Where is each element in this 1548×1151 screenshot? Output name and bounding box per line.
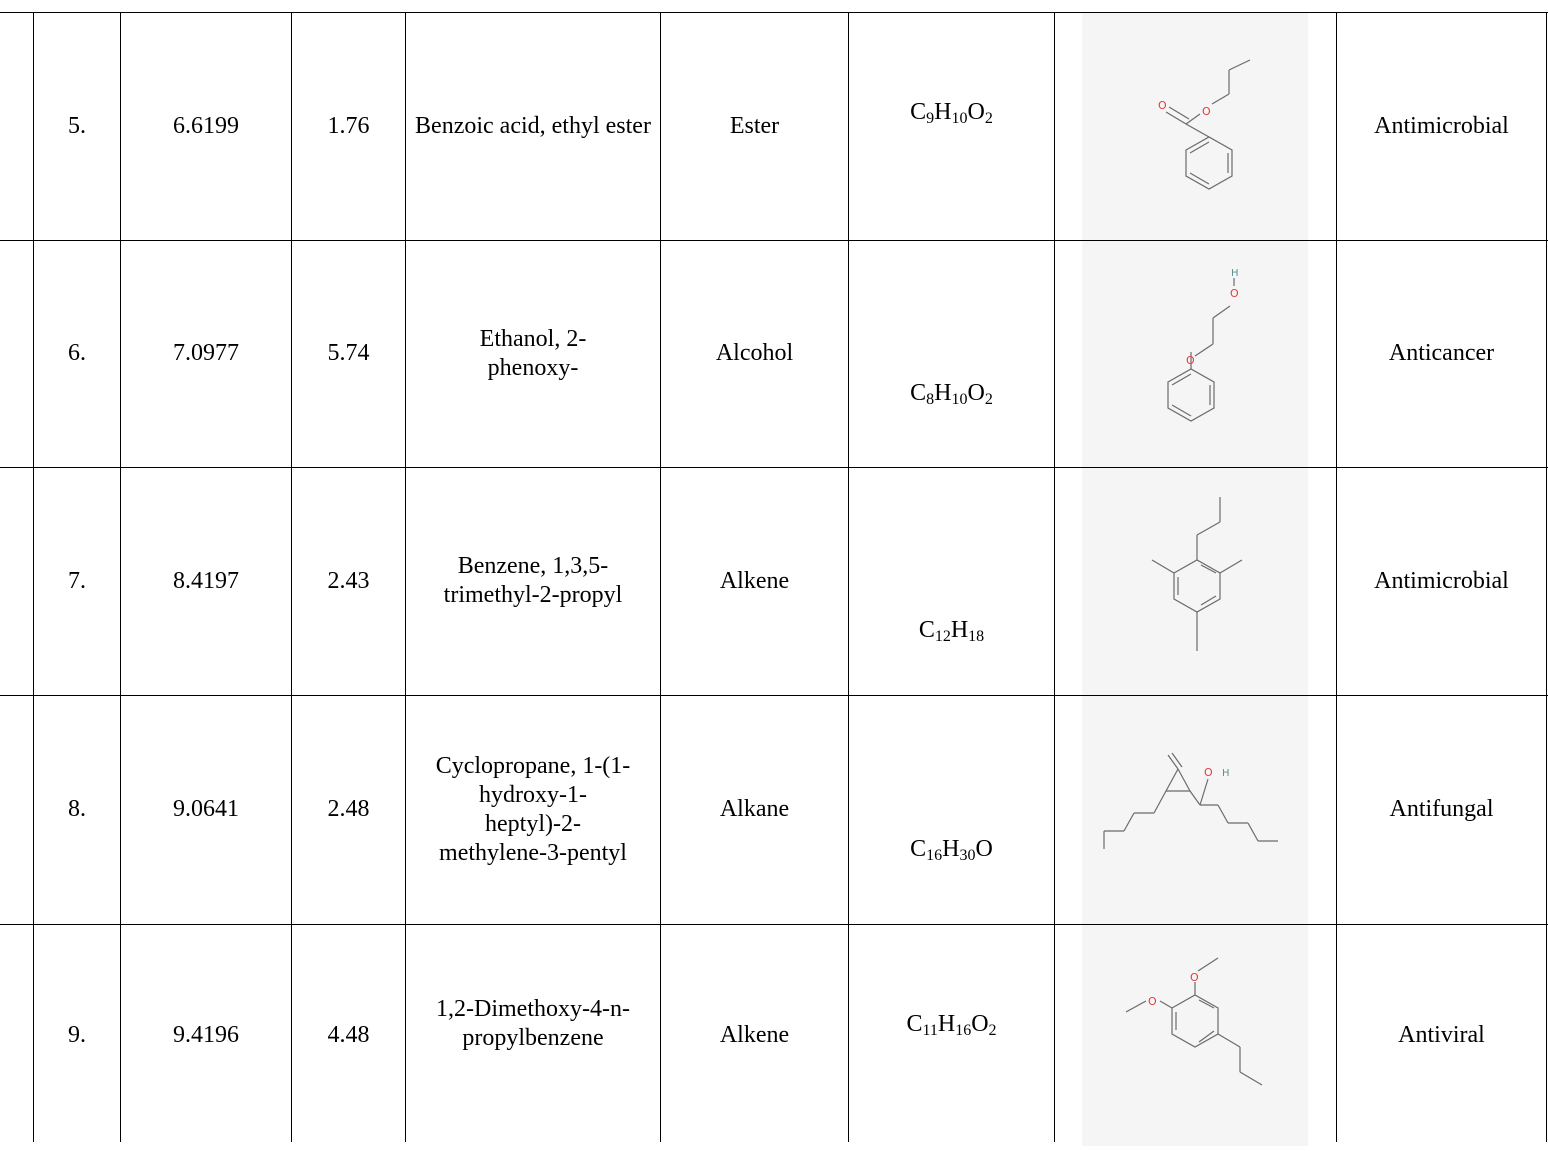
column-divider bbox=[1336, 12, 1337, 1142]
svg-text:H: H bbox=[1222, 768, 1230, 779]
formula-text: C9H10O2 bbox=[910, 98, 993, 127]
formula-text: C16H30O bbox=[910, 835, 993, 864]
formula-element: C bbox=[906, 1010, 923, 1037]
formula-element: C bbox=[910, 98, 927, 125]
serial-number: 7. bbox=[68, 567, 86, 594]
svg-text:O: O bbox=[1190, 971, 1199, 984]
row-divider bbox=[0, 240, 1548, 241]
biological-activity: Antimicrobial bbox=[1374, 112, 1509, 139]
retention-time: 9.0641 bbox=[173, 796, 239, 822]
formula-subscript: 18 bbox=[968, 627, 985, 645]
compound-name: Ethanol, 2-phenoxy- bbox=[479, 325, 587, 381]
biological-activity: Anticancer bbox=[1388, 340, 1495, 366]
molecular-formula: C11H16O2 bbox=[849, 924, 1054, 1124]
column-divider bbox=[1054, 12, 1055, 1142]
retention-time: 9.4196 bbox=[173, 1021, 239, 1048]
formula-subscript: 2 bbox=[984, 109, 993, 127]
biological-activity: Antiviral bbox=[1398, 1021, 1485, 1048]
retention-time: 6.6199 bbox=[173, 112, 239, 139]
formula-subscript: 8 bbox=[926, 391, 935, 408]
formula-text: C11H16O2 bbox=[906, 1010, 996, 1039]
column-divider bbox=[848, 12, 849, 1142]
peak-area: 2.43 bbox=[327, 567, 370, 594]
column-divider bbox=[1546, 12, 1547, 1142]
peak-area: 5.74 bbox=[327, 340, 370, 366]
retention-time: 7.0977 bbox=[173, 340, 239, 366]
biological-activity: Antifungal bbox=[1389, 796, 1494, 822]
peak-area: 1.76 bbox=[327, 112, 370, 139]
formula-subscript: 30 bbox=[959, 847, 976, 864]
svg-text:H: H bbox=[1231, 268, 1239, 279]
column-divider bbox=[33, 12, 34, 1142]
formula-subscript: 11 bbox=[922, 1021, 938, 1039]
column-divider bbox=[120, 12, 121, 1142]
row-divider bbox=[0, 467, 1548, 468]
row-divider bbox=[0, 924, 1548, 925]
formula-element: O bbox=[975, 836, 993, 862]
molecular-formula: C12H18 bbox=[849, 530, 1054, 730]
compound-class: Alcohol bbox=[715, 340, 794, 366]
svg-text:O: O bbox=[1148, 995, 1157, 1008]
peak-area: 2.48 bbox=[327, 796, 370, 822]
dimethoxy-propylbenzene-structure-icon: O O bbox=[1082, 924, 1308, 1146]
svg-text:O: O bbox=[1202, 105, 1211, 118]
formula-element: O bbox=[967, 98, 985, 125]
formula-subscript: 9 bbox=[926, 109, 935, 127]
formula-subscript: 16 bbox=[926, 847, 943, 864]
compound-class: Ester bbox=[729, 112, 780, 139]
serial-number: 6. bbox=[68, 340, 86, 366]
structure-panel-bg bbox=[1082, 12, 1308, 1146]
column-divider bbox=[660, 12, 661, 1142]
molecular-formula: C16H30O bbox=[849, 735, 1054, 964]
formula-element: H bbox=[950, 616, 969, 643]
formula-element: C bbox=[918, 616, 935, 643]
formula-element: C bbox=[910, 380, 927, 406]
formula-subscript: 16 bbox=[955, 1021, 972, 1039]
molecular-formula: C9H10O2 bbox=[849, 12, 1054, 212]
benzoic-acid-ethyl-ester-structure-icon: O O bbox=[1082, 12, 1308, 240]
compound-class: Alkene bbox=[719, 567, 790, 594]
ethanol-2-phenoxy-structure-icon: O O H bbox=[1082, 240, 1308, 467]
formula-element: O bbox=[967, 380, 985, 406]
compound-class: Alkane bbox=[719, 796, 790, 822]
compound-name: 1,2-Dimethoxy-4-n-propylbenzene bbox=[436, 996, 630, 1051]
biological-activity: Antimicrobial bbox=[1374, 567, 1509, 594]
formula-subscript: 2 bbox=[984, 391, 993, 408]
column-divider bbox=[291, 12, 292, 1142]
serial-number: 9. bbox=[68, 1021, 86, 1048]
svg-text:O: O bbox=[1204, 766, 1213, 779]
formula-element: H bbox=[934, 380, 952, 406]
formula-element: H bbox=[934, 98, 952, 125]
benzene-trimethyl-propyl-structure-icon bbox=[1082, 467, 1308, 695]
cyclopropane-hydroxyheptyl-methylene-pentyl-structure-icon: O H bbox=[1082, 695, 1308, 924]
column-divider bbox=[405, 12, 406, 1142]
formula-subscript: 12 bbox=[934, 627, 951, 645]
compound-name: Benzene, 1,3,5-trimethyl-2-propyl bbox=[443, 553, 623, 608]
formula-text: C8H10O2 bbox=[910, 379, 993, 408]
row-divider bbox=[0, 695, 1548, 696]
formula-element: C bbox=[910, 836, 927, 862]
serial-number: 5. bbox=[68, 112, 86, 139]
formula-text: C12H18 bbox=[919, 616, 984, 645]
formula-subscript: 10 bbox=[951, 109, 968, 127]
svg-text:O: O bbox=[1158, 99, 1167, 112]
formula-element: O bbox=[971, 1010, 989, 1037]
compound-name: Cyclopropane, 1-(1-hydroxy-1-heptyl)-2-m… bbox=[435, 752, 631, 866]
peak-area: 4.48 bbox=[327, 1021, 370, 1048]
formula-subscript: 10 bbox=[951, 391, 968, 408]
molecular-formula: C8H10O2 bbox=[849, 280, 1054, 507]
row-divider bbox=[0, 12, 1548, 13]
compound-class: Alkene bbox=[719, 1021, 790, 1048]
formula-subscript: 2 bbox=[988, 1021, 997, 1039]
formula-element: H bbox=[942, 836, 960, 862]
svg-text:O: O bbox=[1230, 287, 1239, 300]
formula-element: H bbox=[937, 1010, 956, 1037]
serial-number: 8. bbox=[68, 796, 86, 822]
svg-text:O: O bbox=[1186, 354, 1195, 367]
retention-time: 8.4197 bbox=[173, 567, 239, 594]
compound-name: Benzoic acid, ethyl ester bbox=[415, 112, 651, 139]
